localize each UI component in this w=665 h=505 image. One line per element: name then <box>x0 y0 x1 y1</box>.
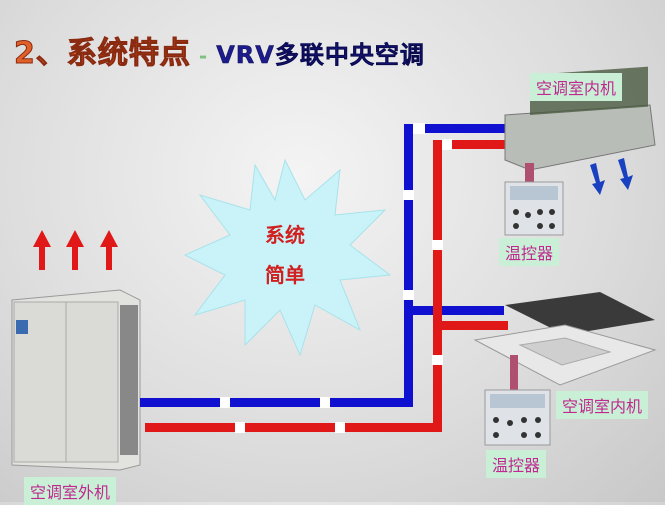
cool-air-down-arrows <box>590 158 633 195</box>
starburst-text: 系统 简单 <box>240 215 330 295</box>
thermostat-bottom <box>484 389 551 446</box>
outdoor-unit <box>11 289 141 471</box>
label-controller-bottom: 温控器 <box>486 450 547 478</box>
slide-title: 2、系统特点-VRV多联中央空调 <box>14 28 425 72</box>
label-indoor-unit-bottom: 空调室内机 <box>556 391 649 419</box>
title-subtitle: VRV多联中央空调 <box>216 41 425 70</box>
title-separator: - <box>198 44 209 68</box>
gas-pipe <box>140 124 510 407</box>
starburst-shape <box>183 158 392 357</box>
liquid-pipe <box>145 140 510 432</box>
label-indoor-unit-top: 空调室内机 <box>530 73 623 101</box>
label-controller-top: 温控器 <box>499 238 560 266</box>
title-number: 2、 <box>14 36 67 72</box>
brand-logo-icon <box>16 320 28 334</box>
label-outdoor-unit: 空调室外机 <box>24 477 117 505</box>
pipe-joints <box>220 123 452 433</box>
starburst-line2: 简单 <box>265 263 305 287</box>
indoor-unit-cassette <box>473 292 657 390</box>
thermostat-top <box>504 181 564 236</box>
title-main: 系统特点 <box>66 36 191 72</box>
warm-air-up-arrows <box>33 230 118 270</box>
starburst-line1: 系统 <box>265 223 305 247</box>
